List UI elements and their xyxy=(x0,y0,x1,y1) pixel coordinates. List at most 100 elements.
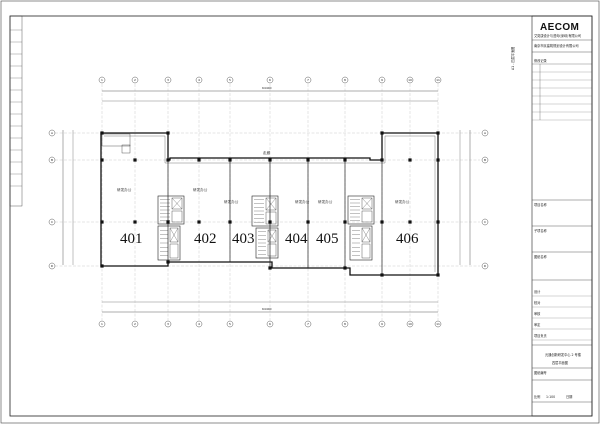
grid-bubble xyxy=(48,156,56,164)
corner-stair xyxy=(101,133,131,147)
structural-column xyxy=(408,158,412,162)
elevator-cross xyxy=(171,197,183,210)
building-outline-inner xyxy=(104,135,436,272)
structural-column xyxy=(228,158,232,162)
sheet-title-value: 四层平面图 xyxy=(552,360,568,365)
grid-bubble-label: 3 xyxy=(167,78,169,82)
grid-bubble-label: 5 xyxy=(229,322,231,326)
structural-column xyxy=(436,273,440,277)
grid-bubble xyxy=(266,76,274,84)
stair-elevator-core xyxy=(157,225,181,261)
grid-bubble-label: 1 xyxy=(101,322,103,326)
aecom-logo: AECOM xyxy=(540,22,579,33)
grid-bubble-label: 2 xyxy=(134,78,136,82)
core-outline xyxy=(349,225,373,261)
structural-column xyxy=(166,220,170,224)
unit-number-402: 402 xyxy=(194,231,217,247)
core-outline xyxy=(255,227,279,259)
sheet-inner-border xyxy=(9,15,593,417)
structural-column xyxy=(100,158,104,162)
grid-bubble-label: D xyxy=(484,264,487,268)
structural-column xyxy=(268,266,272,270)
grid-bubble-label: B xyxy=(484,158,486,162)
grid-bubble xyxy=(131,76,139,84)
grid-bubble xyxy=(98,76,106,84)
grid-bubble-label: A xyxy=(484,131,487,135)
structural-column xyxy=(100,264,104,268)
core-outline xyxy=(347,195,375,225)
structural-column xyxy=(436,158,440,162)
unit-number-406: 406 xyxy=(396,231,419,247)
structural-column xyxy=(306,220,310,224)
unit-number-403: 403 xyxy=(232,231,255,247)
toilet-block xyxy=(361,210,373,223)
overall-dim-text-bottom: 64400 xyxy=(262,307,272,311)
grid-bubble xyxy=(304,76,312,84)
structural-column xyxy=(228,220,232,224)
project-name-value: 元通创新研发中心 2 号楼 xyxy=(545,352,582,357)
grid-bubble-label: 8 xyxy=(344,78,346,82)
grid-bubble-label: 7 xyxy=(307,322,309,326)
toilet-block xyxy=(265,211,277,225)
structural-column xyxy=(408,220,412,224)
unit-number-405: 405 xyxy=(316,231,339,247)
grid-bubble-label: A xyxy=(51,131,54,135)
grid-bubble xyxy=(481,218,489,226)
corridor-label: 走廊 xyxy=(263,150,271,155)
grid-bubble xyxy=(434,76,442,84)
core-outline xyxy=(157,195,185,225)
structural-column xyxy=(197,220,201,224)
structural-column xyxy=(166,131,170,135)
grid-bubble-label: 11 xyxy=(436,322,440,326)
row-label-drawing-number: 图纸编号 xyxy=(534,370,547,375)
stair-elevator-core xyxy=(157,195,185,225)
elevator-shaft xyxy=(267,229,277,243)
structural-column xyxy=(166,158,170,162)
room-label: 研发办公 xyxy=(295,199,310,204)
row-label-project: 项目名称 xyxy=(534,202,548,207)
date-label: 日期 xyxy=(566,394,572,399)
toilet-block xyxy=(361,243,371,259)
structural-column xyxy=(133,158,137,162)
revision-header: 修改记录 xyxy=(534,58,548,63)
grid-bubble xyxy=(378,76,386,84)
stair-elevator-core xyxy=(251,195,279,227)
grid-bubble xyxy=(266,320,274,328)
grid-bubble xyxy=(341,320,349,328)
structural-column xyxy=(436,131,440,135)
grid-bubble xyxy=(406,76,414,84)
core-outline xyxy=(157,225,181,261)
elevator-shaft xyxy=(265,197,277,211)
elevator-shaft xyxy=(171,197,183,210)
signoff-label: 审核 xyxy=(534,311,541,316)
title-block: AECOM 艾奕康设计与咨询(深圳)有限公司 南京市民建筑规划设计有限公司 修改… xyxy=(531,15,593,417)
grid-bubble-label: B xyxy=(51,158,53,162)
structural-column xyxy=(166,260,170,264)
scale-label: 比例 xyxy=(534,394,540,399)
toilet-block xyxy=(171,210,183,223)
signoff-label: 项目负责 xyxy=(534,333,547,338)
room-label: 研发办公 xyxy=(117,187,132,192)
room-label: 研发办公 xyxy=(395,199,410,204)
grid-bubble-label: 5 xyxy=(229,78,231,82)
grid-bubble xyxy=(434,320,442,328)
grid-bubble-label: 11 xyxy=(436,78,440,82)
grid-bubble xyxy=(226,76,234,84)
grid-bubble xyxy=(481,262,489,270)
structural-column xyxy=(306,158,310,162)
structural-column xyxy=(343,158,347,162)
grid-bubble xyxy=(164,76,172,84)
grid-bubble xyxy=(406,320,414,328)
grid-bubble xyxy=(341,76,349,84)
signoff-label: 校对 xyxy=(534,300,541,305)
grid-bubble-label: 1 xyxy=(101,78,103,82)
grid-bubble xyxy=(48,218,56,226)
grid-bubble-label: 10 xyxy=(408,322,412,326)
left-binding-strip xyxy=(9,15,23,207)
side-vertical-title: A1 - 四层平面图 xyxy=(510,47,515,70)
grid-bubble xyxy=(164,320,172,328)
row-label-subitem: 子项名称 xyxy=(534,228,548,233)
